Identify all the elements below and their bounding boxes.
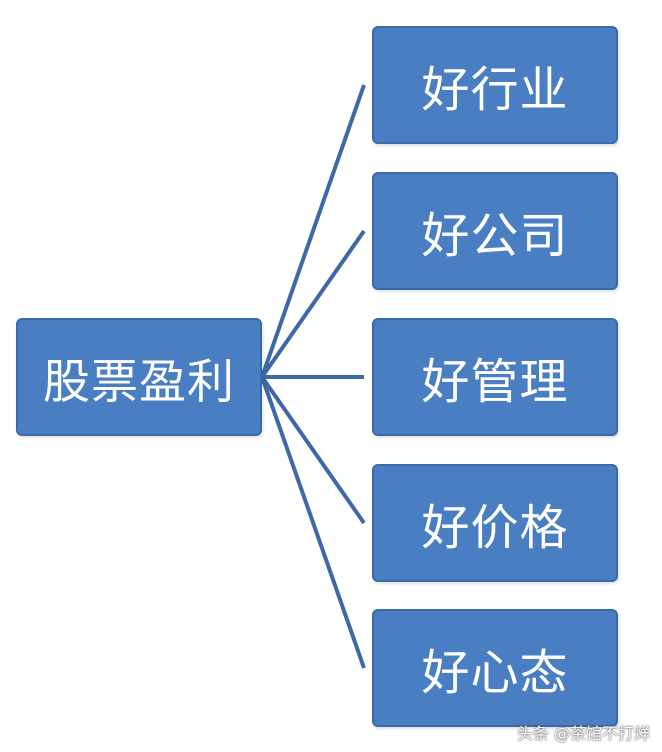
child-node-good-price: 好价格	[372, 464, 618, 582]
child-node-good-company: 好公司	[372, 172, 618, 290]
connector-line-4	[260, 375, 366, 525]
child-node-label: 好行业	[421, 62, 569, 118]
child-node-good-management: 好管理	[372, 318, 618, 436]
child-node-good-industry: 好行业	[372, 26, 618, 144]
connector-line-1	[260, 84, 366, 378]
child-node-label: 好心态	[421, 645, 569, 701]
connector-line-5	[260, 376, 366, 669]
watermark-text: 头条 @茶馆不打烊	[516, 724, 650, 743]
root-node-label: 股票盈利	[43, 354, 235, 410]
child-node-label: 好价格	[421, 500, 569, 556]
root-node-stock-profit: 股票盈利	[16, 318, 262, 436]
child-node-good-mindset: 好心态	[372, 609, 618, 727]
child-node-label: 好公司	[421, 208, 569, 264]
connector-line-2	[260, 229, 366, 379]
child-node-label: 好管理	[421, 354, 569, 410]
